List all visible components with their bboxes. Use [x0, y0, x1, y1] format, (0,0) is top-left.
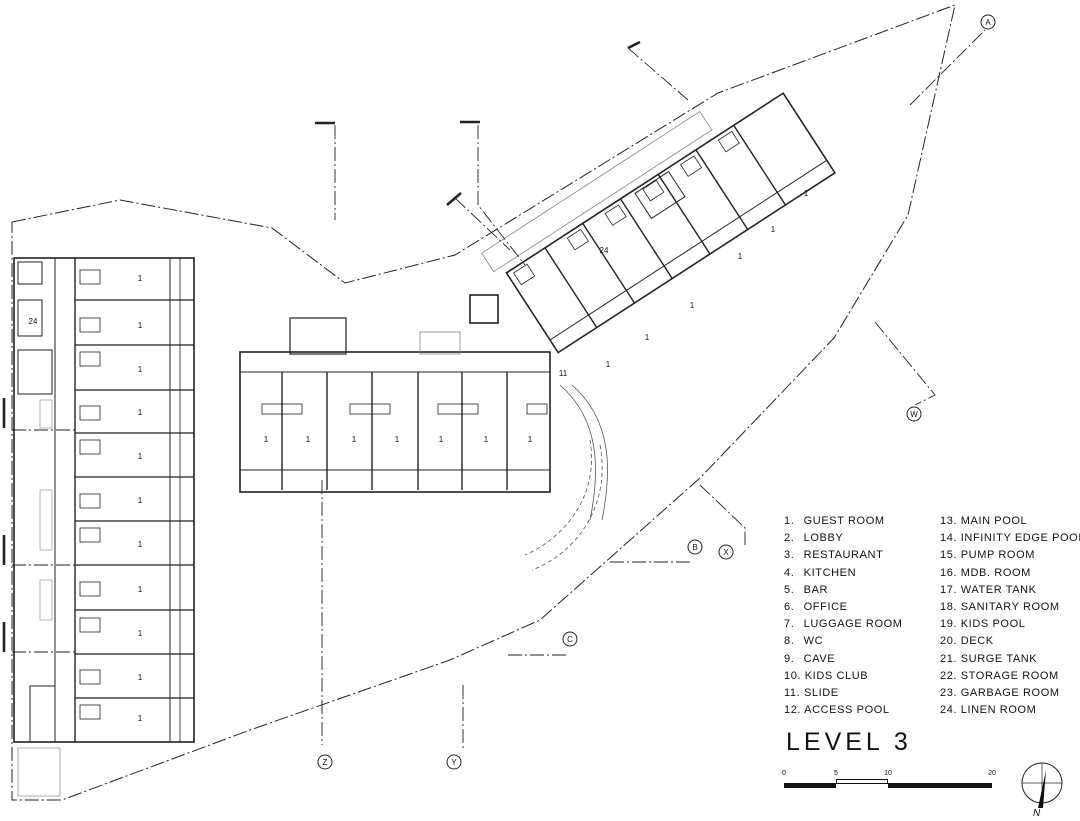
- room-tag: 1: [439, 435, 444, 444]
- legend-item: 7. LUGGAGE ROOM: [784, 618, 903, 631]
- room-tag: 1: [738, 252, 743, 261]
- legend-item: 6. OFFICE: [784, 600, 848, 613]
- east-wing: [481, 92, 837, 354]
- room-tag: 1: [138, 274, 143, 283]
- room-tag: 1: [645, 333, 650, 342]
- room-tag: 1: [138, 540, 143, 549]
- scale-tick: 0: [782, 770, 786, 777]
- room-tag: 1: [138, 408, 143, 417]
- level-title: LEVEL 3: [786, 728, 912, 756]
- legend-item: 14. INFINITY EDGE POOL: [940, 532, 1080, 545]
- west-wing-room-tags: 1 1 1 1 1 1 1 1 1 1 1 24: [29, 274, 143, 723]
- site-boundary: [11, 4, 956, 801]
- legend-item: 11. SLIDE: [784, 686, 839, 699]
- section-marker-a: A: [980, 14, 996, 30]
- section-marker-z: Z: [317, 754, 333, 770]
- scale-tick: 5: [834, 770, 838, 777]
- central-wing-room-tags: 1 1 1 1 1 1 1 11: [264, 369, 568, 444]
- legend-item: 8. WC: [784, 635, 824, 648]
- scale-segment: [784, 783, 836, 788]
- slide: [524, 384, 608, 571]
- legend-item: 21. SURGE TANK: [940, 652, 1038, 665]
- room-tag: 1: [352, 435, 357, 444]
- legend-item: 15. PUMP ROOM: [940, 549, 1036, 562]
- room-tag: 1: [395, 435, 400, 444]
- room-tag: 11: [559, 369, 568, 378]
- room-tag: 1: [484, 435, 489, 444]
- section-marker-c: C: [562, 631, 578, 647]
- legend-item: 12. ACCESS POOL: [784, 704, 890, 717]
- north-arrow: N: [1021, 762, 1063, 819]
- svg-text:A: A: [985, 18, 991, 27]
- central-wing: [239, 317, 551, 493]
- svg-text:C: C: [567, 635, 573, 644]
- legend-item: 19. KIDS POOL: [940, 618, 1026, 631]
- legend-item: 5. BAR: [784, 583, 829, 596]
- legend-item: 24. LINEN ROOM: [940, 704, 1037, 717]
- section-marker-b: B: [687, 539, 703, 555]
- room-tag: 1: [804, 189, 809, 198]
- legend-item: 13. MAIN POOL: [940, 515, 1028, 527]
- scale-bar: 0 5 10 20: [782, 770, 996, 800]
- legend-item: 3. RESTAURANT: [784, 549, 884, 562]
- scale-segment: [888, 783, 992, 788]
- room-tag: 1: [138, 496, 143, 505]
- legend-item: 18. SANITARY ROOM: [940, 600, 1060, 613]
- room-tag: 1: [264, 435, 269, 444]
- legend-item: 1. GUEST ROOM: [784, 515, 885, 527]
- svg-text:B: B: [692, 543, 697, 552]
- legend-item: 17. WATER TANK: [940, 583, 1037, 596]
- room-tag: 1: [138, 673, 143, 682]
- section-marker-y: Y: [446, 754, 462, 770]
- legend-item: 10. KIDS CLUB: [784, 669, 869, 682]
- legend-item: 2. LOBBY: [784, 532, 844, 545]
- section-marker-x: X: [718, 544, 734, 560]
- legend-item: 4. KITCHEN: [784, 566, 857, 579]
- section-marker-w: W: [906, 406, 922, 422]
- svg-text:X: X: [723, 548, 729, 557]
- legend-item: 22. STORAGE ROOM: [940, 669, 1059, 682]
- east-wing-room-tags: 1 1 1 1 1 1 24: [600, 189, 809, 369]
- section-lines: [2, 29, 986, 750]
- room-tag: 1: [138, 585, 143, 594]
- east-core: [469, 170, 686, 324]
- svg-text:Z: Z: [323, 758, 328, 767]
- room-tag: 1: [138, 452, 143, 461]
- room-tag: 1: [138, 365, 143, 374]
- svg-text:N: N: [1033, 808, 1041, 819]
- room-tag: 1: [138, 714, 143, 723]
- room-tag: 1: [306, 435, 311, 444]
- scale-segment: [836, 779, 888, 784]
- room-tag: 1: [690, 301, 695, 310]
- room-tag: 1: [138, 629, 143, 638]
- room-tag: 1: [771, 225, 776, 234]
- scale-tick: 20: [988, 770, 996, 777]
- legend-column-2: 13. MAIN POOL 14. INFINITY EDGE POOL 15.…: [940, 513, 1080, 719]
- legend-column-1: 1. GUEST ROOM 2. LOBBY 3. RESTAURANT 4. …: [784, 513, 903, 719]
- room-tag: 24: [29, 317, 38, 326]
- scale-tick: 10: [884, 770, 892, 777]
- room-tag: 1: [138, 321, 143, 330]
- svg-text:W: W: [910, 410, 918, 419]
- legend-item: 16. MDB. ROOM: [940, 566, 1031, 579]
- west-wing: [13, 257, 195, 797]
- section-markers: A W B X C Z Y: [317, 14, 996, 770]
- room-tag: 1: [606, 360, 611, 369]
- room-tag: 1: [528, 435, 533, 444]
- svg-text:Y: Y: [451, 758, 457, 767]
- legend-item: 23. GARBAGE ROOM: [940, 686, 1060, 699]
- legend-item: 9. CAVE: [784, 652, 836, 665]
- room-tag: 24: [600, 246, 609, 255]
- legend-item: 20. DECK: [940, 635, 994, 648]
